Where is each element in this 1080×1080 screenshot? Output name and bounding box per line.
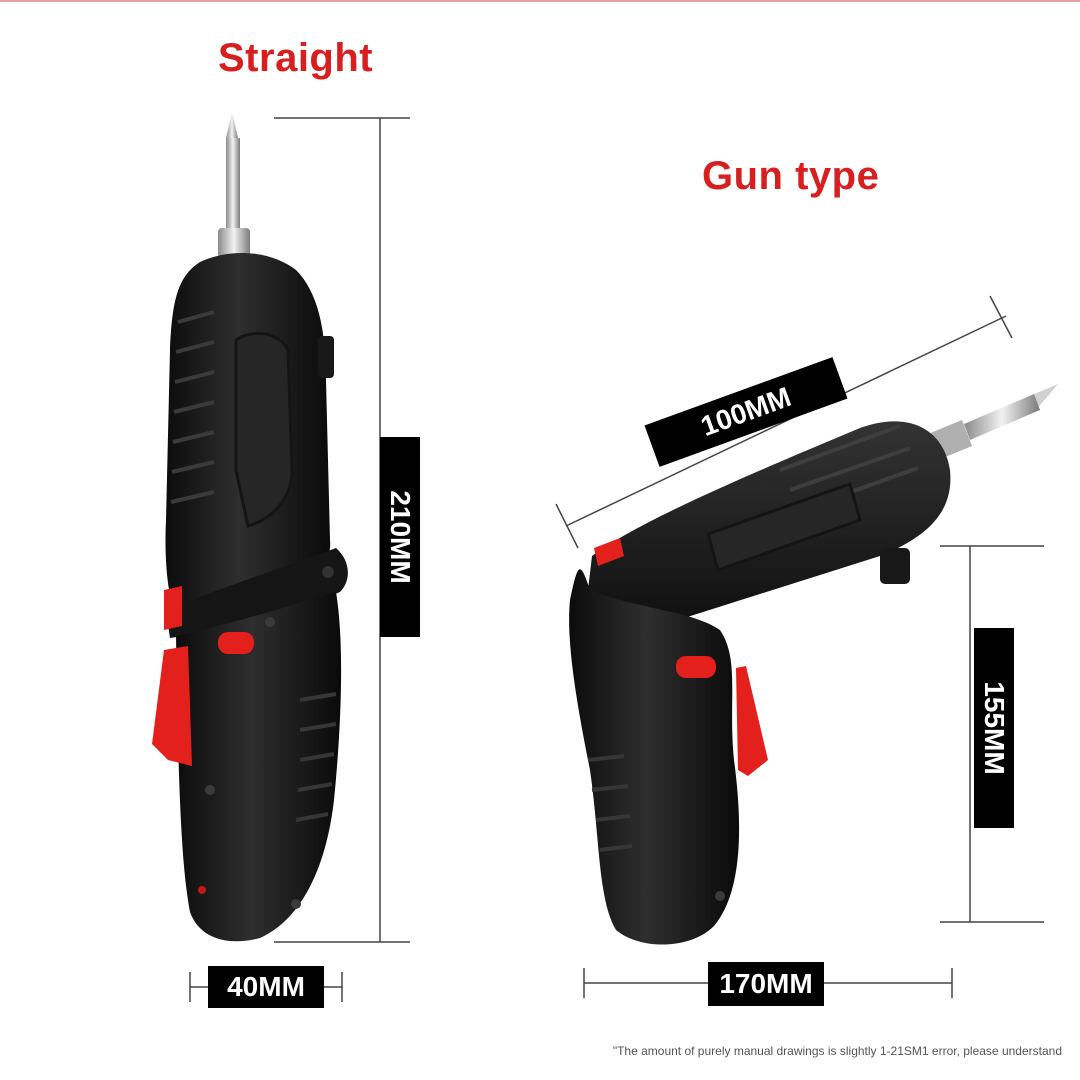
gun-trigger xyxy=(736,666,768,776)
straight-trigger xyxy=(152,646,192,766)
straight-bit xyxy=(218,112,250,258)
straight-screw-1 xyxy=(265,617,275,627)
straight-handle-ribs xyxy=(295,692,337,822)
title-gun-type: Gun type xyxy=(702,154,880,198)
straight-grip-ribs xyxy=(170,310,215,504)
dimension-label-straight-width: 40MM xyxy=(208,966,324,1008)
straight-indicator-dot xyxy=(198,886,206,894)
dimension-label-gun-width: 170MM xyxy=(708,962,824,1006)
title-straight: Straight xyxy=(218,36,374,80)
straight-screw-3 xyxy=(291,899,301,909)
gun-screw xyxy=(715,891,725,901)
straight-direction-switch xyxy=(318,336,334,378)
gun-power-button xyxy=(676,656,716,678)
gun-panel-inset xyxy=(706,482,862,572)
straight-hinge-red-tab xyxy=(164,586,182,630)
dimension-label-gun-height: 155MM xyxy=(974,628,1014,828)
gun-direction-switch xyxy=(880,548,910,584)
gun-hinge-red-tab xyxy=(594,538,624,566)
straight-hinge xyxy=(166,548,348,638)
straight-screw-2 xyxy=(205,785,215,795)
gun-bit xyxy=(928,384,1058,460)
top-border-line xyxy=(0,0,1080,2)
disclaimer-footnote: "The amount of purely manual drawings is… xyxy=(612,1044,1062,1058)
gun-screwdriver xyxy=(569,384,1058,945)
straight-hinge-screw xyxy=(322,566,334,578)
straight-handle xyxy=(176,592,342,942)
straight-screwdriver xyxy=(152,112,348,942)
dimension-label-straight-height: 210MM xyxy=(380,437,420,637)
straight-power-button xyxy=(218,632,254,654)
straight-panel-inset xyxy=(234,331,294,528)
gun-handle xyxy=(569,569,740,945)
gun-handle-ribs xyxy=(587,754,633,852)
